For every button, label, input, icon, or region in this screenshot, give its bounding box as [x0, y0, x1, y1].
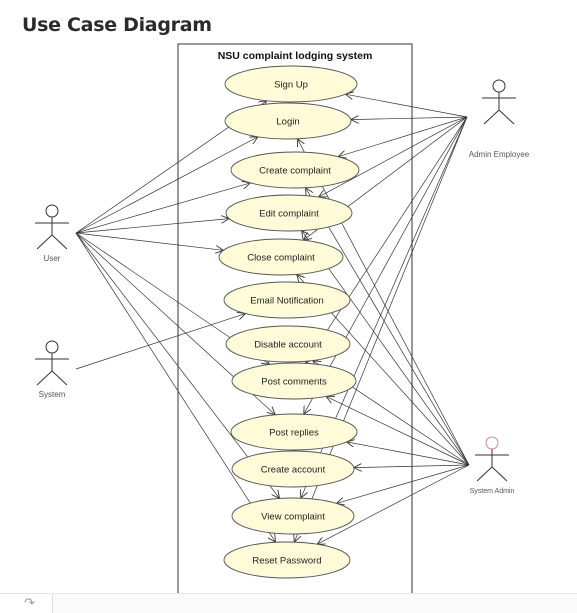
actor-system-admin[interactable]: System Admin — [470, 436, 515, 495]
page-title: Use Case Diagram — [22, 14, 212, 36]
actor-left-leg — [36, 370, 53, 386]
use-case-post-replies[interactable]: Post replies — [230, 413, 358, 451]
actor-label: System Admin — [470, 488, 515, 495]
actor-label: System — [39, 390, 66, 399]
association-system_admin-view_complaint — [337, 464, 470, 503]
use-case-email-notification[interactable]: Email Notification — [223, 281, 351, 319]
actor-system[interactable]: System — [35, 340, 69, 399]
association-admin_employee-post_replies — [304, 116, 468, 414]
use-case-login[interactable]: Login — [224, 102, 352, 140]
actor-head — [492, 79, 506, 93]
use-case-ellipse[interactable] — [225, 194, 353, 232]
use-case-post-comments[interactable]: Post comments — [231, 362, 357, 400]
use-case-ellipse[interactable] — [230, 151, 360, 189]
use-case-edit-complaint[interactable]: Edit complaint — [225, 194, 353, 232]
association-system_admin-create_account — [354, 465, 470, 468]
actor-right-leg — [51, 370, 68, 386]
system-boundary-title: NSU complaint lodging system — [218, 50, 373, 62]
actor-head — [45, 340, 59, 354]
actor-right-leg — [491, 466, 508, 482]
association-system_admin-reset_password — [317, 464, 470, 544]
association-user-view_complaint — [75, 232, 280, 498]
use-case-label: Email Notification — [250, 296, 323, 307]
association-system_admin-post_replies — [347, 442, 470, 466]
association-admin_employee-signup — [345, 94, 468, 118]
use-case-ellipse[interactable] — [225, 325, 351, 363]
use-case-label: Close complaint — [247, 253, 315, 264]
use-case-reset-password[interactable]: Reset Password — [223, 541, 351, 579]
actor-label: Admin Employee — [469, 150, 530, 159]
actor-right-leg — [51, 234, 68, 250]
use-case-ellipse[interactable] — [224, 102, 352, 140]
association-system_admin-login — [297, 139, 470, 466]
association-admin_employee-create_complaint — [338, 116, 468, 157]
association-user-edit_complaint — [75, 219, 229, 234]
use-case-ellipse[interactable] — [231, 497, 355, 535]
association-user-close_complaint — [75, 232, 224, 250]
use-case-ellipse[interactable] — [230, 413, 358, 451]
use-case-create-complaint[interactable]: Create complaint — [230, 151, 360, 189]
use-case-ellipse[interactable] — [231, 450, 355, 488]
use-case-ellipse[interactable] — [231, 362, 357, 400]
use-case-ellipse[interactable] — [218, 238, 344, 276]
association-admin_employee-login — [351, 117, 468, 120]
use-case-label: Disable account — [254, 340, 322, 351]
use-case-label: Edit complaint — [259, 209, 319, 220]
actor-left-leg — [483, 109, 500, 125]
association-admin_employee-post_comments — [306, 116, 468, 363]
association-admin_employee-edit_complaint — [319, 116, 468, 197]
association-user-login — [75, 137, 258, 234]
use-case-create-account[interactable]: Create account — [231, 450, 355, 488]
association-system-email_notification — [75, 314, 246, 370]
actor-head — [485, 436, 499, 450]
redo-arrow-icon[interactable]: ↷ — [24, 596, 35, 611]
use-case-ellipse[interactable] — [223, 281, 351, 319]
use-case-view-complaint[interactable]: View complaint — [231, 497, 355, 535]
actor-admin-employee[interactable]: Admin Employee — [469, 79, 530, 159]
system-boundary — [177, 43, 413, 593]
use-case-ellipse[interactable] — [224, 65, 358, 103]
use-case-signup[interactable]: Sign Up — [224, 65, 358, 103]
use-case-disable-account[interactable]: Disable account — [225, 325, 351, 363]
use-case-diagram: NSU complaint lodging system Sign Up Logi… — [35, 43, 530, 593]
use-case-close-complaint[interactable]: Close complaint — [218, 238, 344, 276]
association-user-create_complaint — [75, 183, 250, 234]
association-system_admin-create_complaint — [306, 188, 470, 466]
use-case-label: Login — [276, 117, 299, 128]
actor-label: User — [44, 254, 61, 263]
association-system_admin-post_comments — [326, 396, 470, 466]
use-case-label: Post comments — [261, 377, 327, 388]
actor-left-leg — [36, 234, 53, 250]
use-case-label: Post replies — [269, 428, 319, 439]
association-system_admin-edit_complaint — [302, 231, 470, 466]
actor-left-leg — [476, 466, 493, 482]
actor-right-leg — [498, 109, 515, 125]
use-case-label: Reset Password — [252, 556, 321, 567]
bottom-toolbar: ↷ — [0, 593, 577, 613]
use-case-ellipse[interactable] — [223, 541, 351, 579]
use-case-label: Create account — [261, 465, 326, 476]
actor-head — [45, 204, 59, 218]
association-user-reset_password — [75, 232, 276, 542]
bottom-tab[interactable]: ↷ — [0, 594, 53, 613]
use-case-label: Create complaint — [259, 166, 331, 177]
use-case-label: Sign Up — [274, 80, 308, 91]
use-case-label: View complaint — [261, 512, 325, 523]
actor-user[interactable]: User — [35, 204, 69, 263]
